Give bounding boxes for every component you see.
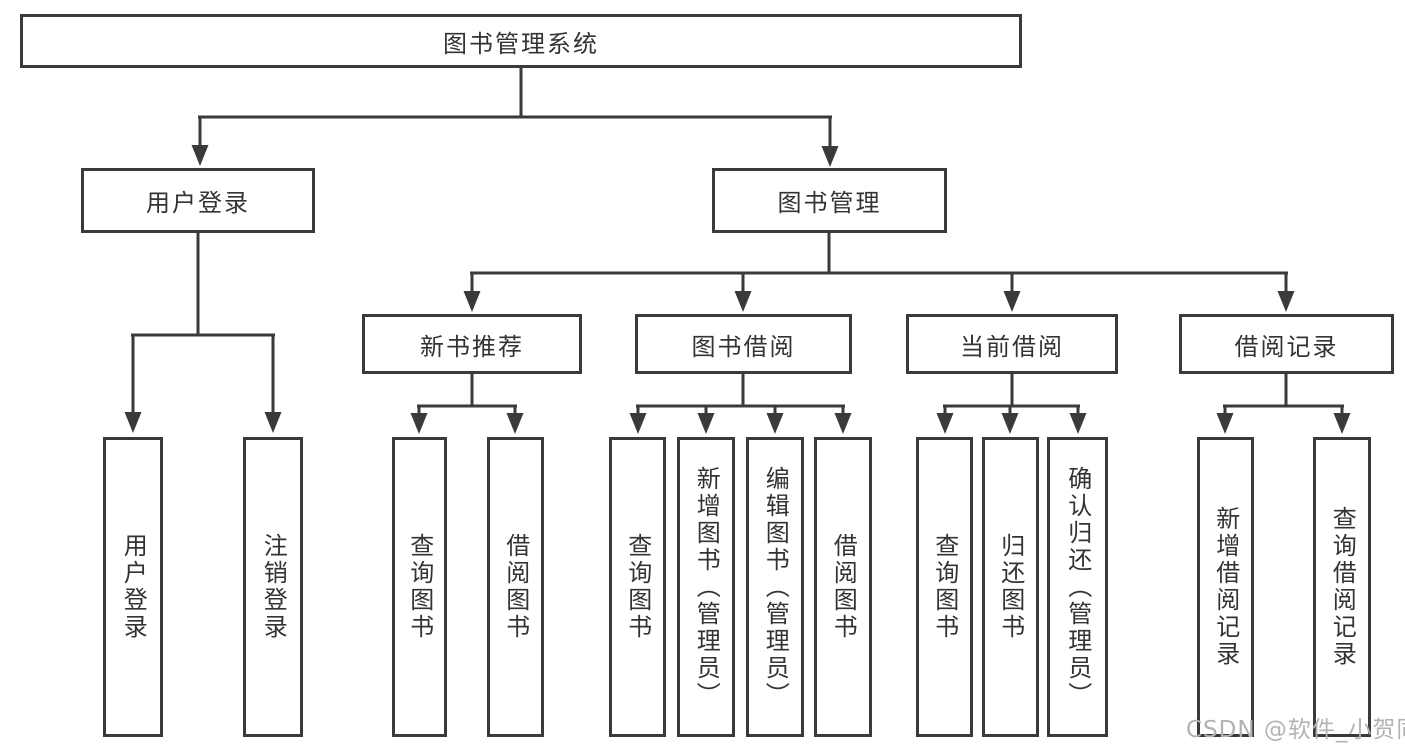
leaf-borrow-books-recommend: 借阅图书 [487,437,544,737]
node-root-system-label: 图书管理系统 [443,29,599,58]
node-root-system: 图书管理系统 [20,14,1022,68]
leaf-add-borrow-record: 新增借阅记录 [1197,437,1254,737]
node-book-borrow-label: 图书借阅 [691,332,796,361]
leaf-add-borrow-record-label: 新增借阅记录 [1211,506,1240,668]
node-borrow-records: 借阅记录 [1179,314,1394,374]
leaf-query-borrow-record-label: 查询借阅记录 [1328,506,1357,668]
node-user-login: 用户登录 [81,168,315,233]
leaf-logout-label: 注销登录 [259,533,288,641]
leaf-add-books-admin-label: 新增图书（管理员） [692,465,721,709]
node-book-borrow: 图书借阅 [635,314,852,374]
leaf-query-books-recommend: 查询图书 [392,437,447,737]
leaf-edit-books-admin: 编辑图书（管理员） [746,437,804,737]
node-book-management: 图书管理 [712,168,947,233]
leaf-logout: 注销登录 [243,437,303,737]
leaf-query-borrow-record: 查询借阅记录 [1313,437,1371,737]
leaf-borrow-books: 借阅图书 [814,437,872,737]
node-current-borrow: 当前借阅 [906,314,1118,374]
leaf-user-login: 用户登录 [103,437,163,737]
leaf-confirm-return-admin-label: 确认归还（管理员） [1063,465,1092,709]
node-user-login-label: 用户登录 [146,189,250,217]
leaf-add-books-admin: 新增图书（管理员） [677,437,735,737]
watermark-text: CSDN @软件_小贺同学 [1186,717,1405,743]
leaf-user-login-label: 用户登录 [119,533,148,641]
leaf-query-books-recommend-label: 查询图书 [405,533,434,641]
leaf-query-books-current: 查询图书 [916,437,973,737]
leaf-borrow-books-label: 借阅图书 [829,533,858,641]
leaf-confirm-return-admin: 确认归还（管理员） [1047,437,1108,737]
leaf-return-books: 归还图书 [982,437,1039,737]
leaf-return-books-label: 归还图书 [996,533,1025,641]
node-new-book-recommend-label: 新书推荐 [420,332,524,361]
node-book-management-label: 图书管理 [777,189,882,217]
node-current-borrow-label: 当前借阅 [960,332,1064,361]
leaf-borrow-books-recommend-label: 借阅图书 [501,533,530,641]
leaf-query-books-borrow: 查询图书 [609,437,666,737]
leaf-edit-books-admin-label: 编辑图书（管理员） [761,465,790,709]
leaf-query-books-borrow-label: 查询图书 [623,533,652,641]
node-new-book-recommend: 新书推荐 [362,314,582,374]
node-borrow-records-label: 借阅记录 [1234,332,1339,361]
leaf-query-books-current-label: 查询图书 [930,533,959,641]
